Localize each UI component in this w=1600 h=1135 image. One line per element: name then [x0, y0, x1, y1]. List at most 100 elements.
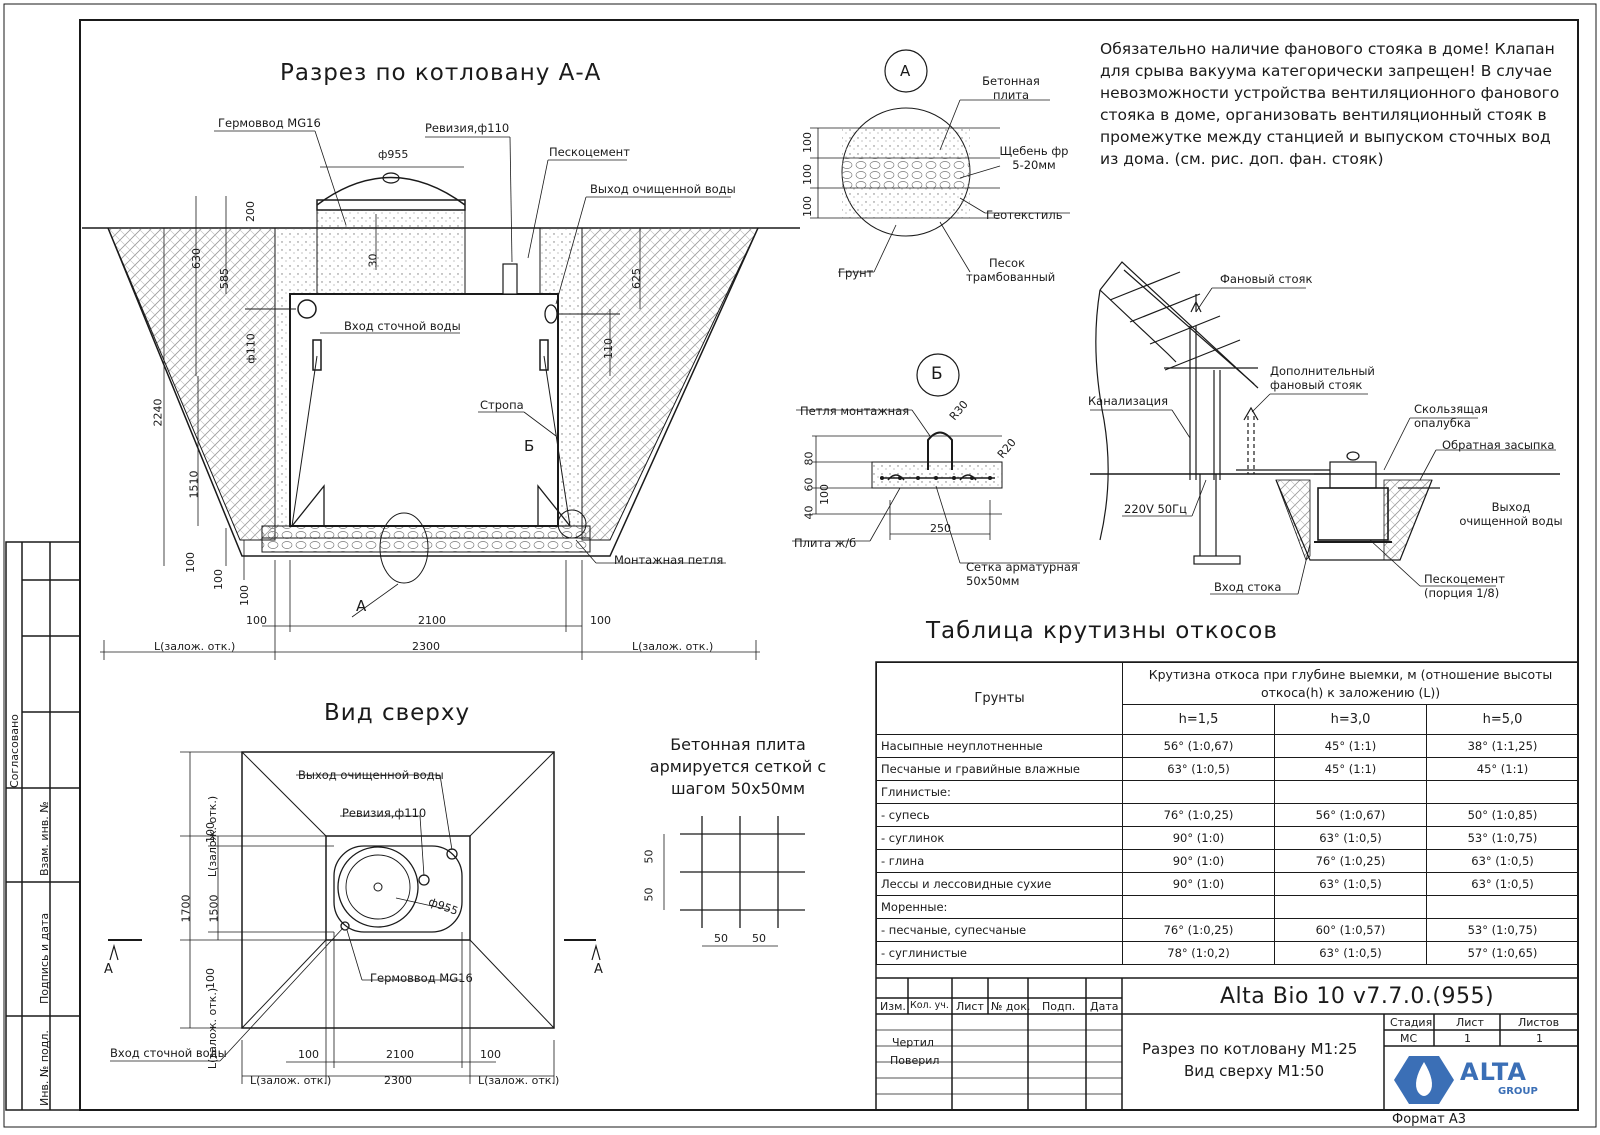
header-depth-3: h=5,0 [1425, 704, 1580, 735]
value-cell: 45° (1:1) [1274, 734, 1427, 758]
top-dim-100b: 100 [204, 968, 217, 989]
value-cell [1425, 780, 1580, 804]
dim-200: 200 [244, 201, 257, 222]
stamp-sheet-label: Лист [1456, 1016, 1484, 1029]
product-name: Alta Bio 10 v7.7.0.(955) [1220, 984, 1495, 1009]
label-outlet: Выход очищенной воды [590, 182, 736, 196]
side-approved: Согласовано [8, 714, 21, 788]
mesh-note: Бетонная плита армируется сеткой с шагом… [649, 735, 827, 798]
top-view [108, 751, 601, 1084]
stamp-sheets: 1 [1536, 1032, 1543, 1045]
stamp-stage-label: Стадия [1390, 1016, 1433, 1029]
label-germovvod: Гермоввод MG16 [218, 116, 321, 130]
logo-text: ALTA [1460, 1058, 1527, 1086]
top-label-germovvod: Гермоввод MG16 [370, 971, 473, 985]
value-cell: 50° (1:0,85) [1425, 803, 1580, 827]
label-stropa: Стропа [480, 398, 524, 412]
stamp-drawn: Чертил [892, 1036, 934, 1049]
mesh-dim-h1: 50 [714, 932, 728, 945]
detail-a-ground: Грунт [838, 266, 874, 280]
detail-b-loop: Петля монтажная [800, 404, 910, 418]
dim-w100r: 100 [590, 614, 611, 627]
table-row: Моренные: [876, 895, 1580, 919]
top-dim-l-right: L(залож. отк.) [478, 1074, 560, 1087]
top-label-inlet: Вход сточной воды [110, 1046, 227, 1060]
detail-b [792, 353, 1080, 564]
label-extra-riser: Дополнительный фановый стояк [1270, 364, 1375, 392]
section-mark-a-left: А [104, 962, 113, 977]
value-cell: 57° (1:0,65) [1425, 941, 1580, 965]
value-cell: 60° (1:0,57) [1274, 918, 1427, 942]
sheet-title-1: Разрез по котловану М1:25 [1142, 1040, 1358, 1058]
side-strip [5, 541, 81, 1111]
stamp-sheets-label: Листов [1518, 1016, 1560, 1029]
value-cell: 63° (1:0,5) [1274, 826, 1427, 850]
top-dim-l-bot: L(залож. отк.) [206, 987, 220, 1070]
title-block [875, 661, 1579, 1111]
sheet-title-2: Вид сверху М1:50 [1184, 1062, 1325, 1080]
installation-notes: Обязательно наличие фанового стояка в до… [1100, 40, 1560, 168]
section-title: Разрез по котловану А-А [280, 60, 602, 86]
label-inlet: Вход сточной воды [344, 319, 461, 333]
value-cell: 90° (1:0) [1122, 849, 1275, 873]
stamp-col-podp: Подп. [1042, 1000, 1076, 1013]
label-power: 220V 50Гц [1124, 502, 1187, 516]
detail-a-slab: Бетонная плита [982, 74, 1040, 102]
marker-a: А [356, 597, 367, 615]
stamp-col-list: Лист [956, 1000, 984, 1013]
header-group: Крутизна откоса при глубине выемки, м (о… [1121, 662, 1580, 705]
dim-585: 585 [218, 268, 231, 289]
soil-cell: Песчаные и гравийные влажные [876, 757, 1123, 781]
side-sign-date: Подпись и дата [38, 912, 51, 1004]
top-dim-1700: 1700 [179, 894, 193, 923]
detail-b-h100: 100 [818, 484, 831, 505]
label-peskocement: Пескоцемент [549, 145, 630, 159]
value-cell: 63° (1:0,5) [1122, 757, 1275, 781]
value-cell: 90° (1:0) [1122, 872, 1275, 896]
section-mark-a-right: А [594, 962, 603, 977]
slope-table-title: Таблица крутизны откосов [926, 618, 1278, 644]
stamp-checked: Поверил [890, 1054, 940, 1067]
detail-b-slab: Плита ж/б [794, 536, 857, 550]
soil-cell: Моренные: [876, 895, 1123, 919]
value-cell: 63° (1:0,5) [1425, 872, 1580, 896]
section-view [82, 130, 800, 660]
dim-100a: 100 [184, 552, 197, 573]
top-dim-1500: 1500 [207, 894, 221, 923]
detail-a-geotextile: Геотекстиль [986, 208, 1063, 222]
soil-cell: - суглинистые [876, 941, 1123, 965]
value-cell: 45° (1:1) [1274, 757, 1427, 781]
value-cell: 53° (1:0,75) [1425, 918, 1580, 942]
mesh-dim-v2: 50 [642, 887, 656, 902]
label-sewer: Канализация [1088, 394, 1168, 408]
dim-l-left: L(залож. отк.) [154, 640, 236, 653]
label-montazh-loop: Монтажная петля [614, 553, 724, 567]
stamp-col-kol: Кол. уч. [910, 1000, 949, 1011]
value-cell: 90° (1:0) [1122, 826, 1275, 850]
soil-cell: Лессы и лессовидные сухие [876, 872, 1123, 896]
detail-b-w250: 250 [930, 522, 951, 535]
mesh-detail [663, 816, 805, 947]
value-cell: 63° (1:0,5) [1425, 849, 1580, 873]
header-depth-2: h=3,0 [1274, 704, 1427, 735]
top-view-title: Вид сверху [324, 700, 471, 726]
soil-cell: - песчаные, супесчаные [876, 918, 1123, 942]
logo-subtext: GROUP [1498, 1086, 1538, 1097]
dim-d110: ф110 [244, 333, 258, 364]
top-dim-w100l: 100 [298, 1048, 319, 1061]
detail-a-marker: А [900, 62, 911, 80]
marker-b: Б [524, 437, 535, 455]
soil-cell: - супесь [876, 803, 1123, 827]
top-label-outlet: Выход очищенной воды [298, 768, 444, 782]
top-dim-w100r: 100 [480, 1048, 501, 1061]
house-scheme [1090, 261, 1560, 565]
dim-625: 625 [630, 268, 643, 289]
detail-a-sand: Песок трамбованный [966, 256, 1056, 284]
label-backfill: Обратная засыпка [1442, 438, 1555, 452]
slope-table: Грунты Крутизна откоса при глубине выемк… [876, 662, 1580, 965]
value-cell [1122, 895, 1275, 919]
